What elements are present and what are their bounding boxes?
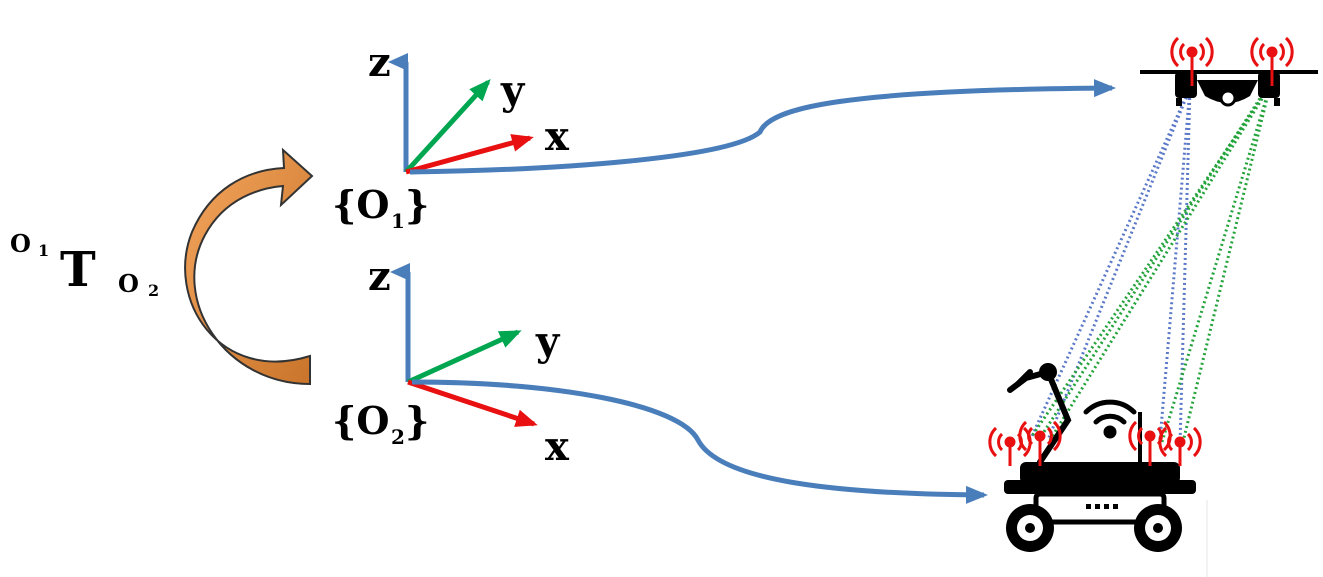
frame-o2-x-axis <box>407 379 538 427</box>
transform-superscript: O <box>10 229 31 258</box>
frame-o1-x-label: x <box>545 113 570 160</box>
link-green <box>1030 85 1272 437</box>
frame-o2-index: 2 <box>391 425 405 449</box>
antenna-signal-icon <box>1170 36 1214 86</box>
transform-arrow <box>184 147 314 386</box>
rover-robot-icon <box>1004 363 1196 552</box>
transform-superscript-index: 1 <box>38 241 49 260</box>
link-green <box>1048 85 1272 441</box>
link-blue <box>1178 87 1192 445</box>
frame-o1-x-axis <box>405 134 534 175</box>
frame-o1-brace-close: } <box>405 182 429 227</box>
frame-o2-name: {O <box>332 398 390 443</box>
frame-o2-z-label: z <box>368 253 391 300</box>
transform-label: O 1 T O 2 <box>10 229 159 300</box>
link-green <box>1180 85 1272 447</box>
frame-o1-name: {O <box>332 182 390 227</box>
rover-wheel <box>1006 504 1054 552</box>
transform-main-symbol: T <box>60 242 96 298</box>
link-blue <box>1046 87 1192 441</box>
frame-o2-x-label: x <box>545 423 570 470</box>
wifi-icon <box>1083 399 1137 439</box>
antenna-signal-icon <box>1018 420 1062 466</box>
link-green <box>1038 85 1270 439</box>
rover-wheel <box>1134 504 1182 552</box>
ranging-links <box>1030 85 1272 447</box>
frame-o1: z y x {O 1 } <box>332 39 570 233</box>
frame-o2-y-axis <box>406 329 522 385</box>
antenna-signal-icon <box>1250 36 1294 86</box>
frame-o2-brace-close: } <box>405 398 429 443</box>
link-blue <box>1030 87 1192 437</box>
frame-o2-y-label: y <box>535 318 561 365</box>
transform-subscript: O <box>118 269 139 298</box>
antenna-signal-icon <box>988 426 1032 466</box>
drone-icon <box>1140 70 1318 107</box>
link-blue <box>1158 87 1192 441</box>
link-green <box>1160 85 1272 443</box>
frame-o2: z y x {O 2 } <box>332 253 570 470</box>
frame-o1-y-label: y <box>500 67 526 114</box>
connector-o1-to-drone <box>409 79 1116 175</box>
frame-o1-y-axis <box>404 79 491 174</box>
antenna-signal-icon <box>1158 426 1202 466</box>
connector-o2-to-rover <box>411 379 988 504</box>
frame-o1-z-label: z <box>368 39 391 86</box>
robot-arm-icon <box>1007 363 1072 465</box>
transform-subscript-index: 2 <box>148 281 159 300</box>
frame-o1-index: 1 <box>391 209 405 233</box>
